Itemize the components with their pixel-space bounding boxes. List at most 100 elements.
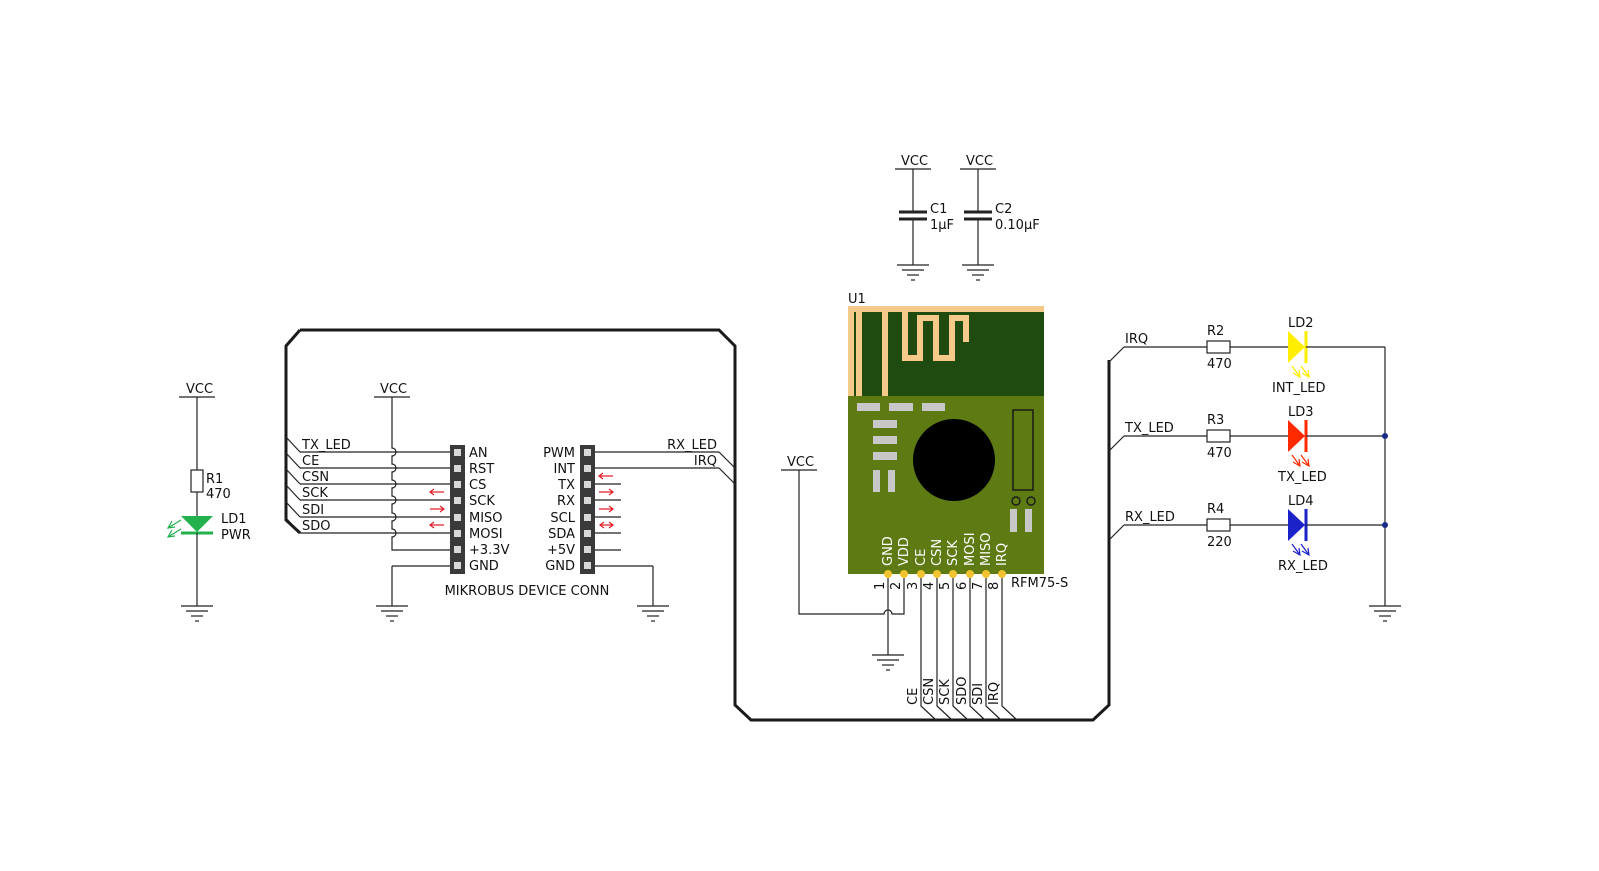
- connector-supply-label: VCC: [380, 382, 407, 397]
- ld1-ref: LD1: [221, 512, 247, 527]
- module-pin-number: 5: [938, 582, 953, 590]
- pin-mosi: MOSI: [469, 527, 503, 542]
- bus-label-sdi: SDI: [971, 683, 986, 705]
- led2-net-label: IRQ: [1125, 332, 1148, 347]
- ground-symbol: [636, 605, 670, 622]
- signal-bus: [284, 328, 1111, 722]
- module-pin-sck: SCK: [946, 540, 961, 566]
- pin-an: AN: [469, 446, 488, 461]
- module-pin-gnd: GND: [881, 536, 896, 566]
- pcb-antenna: [848, 306, 1044, 396]
- module-pin-number: 4: [922, 582, 937, 590]
- module-part-number: RFM75-S: [1011, 576, 1068, 591]
- r4-ref: R4: [1207, 502, 1224, 517]
- ground-symbol: [180, 605, 214, 622]
- ld1-emission-arrows: [166, 519, 182, 538]
- pin-pwm: PWM: [543, 446, 575, 461]
- ld3-ref: LD3: [1288, 405, 1314, 420]
- net-label-sdi: SDI: [302, 503, 324, 518]
- c1-ref: C1: [930, 202, 947, 217]
- module-pin-number: 7: [971, 582, 986, 590]
- module-pin-number: 2: [889, 582, 904, 590]
- module-pin-mosi: MOSI: [963, 532, 978, 566]
- module-pin-irq: IRQ: [995, 543, 1010, 566]
- net-label-ce: CE: [302, 454, 319, 469]
- pin-rx: RX: [557, 494, 575, 509]
- mikrobus-connector: VCC TX_LED CE CSN SCK SDI SDO: [285, 382, 736, 622]
- pin-gnd-left: GND: [469, 559, 499, 574]
- ld2-label: INT_LED: [1272, 381, 1325, 396]
- indicator-leds: IRQ R2 470 LD2 INT_LED TX_LED R3 470 LD3…: [1108, 316, 1402, 622]
- ld4-ref: LD4: [1288, 494, 1314, 509]
- ld4-diode: [1288, 509, 1305, 541]
- bus-label-irq: IRQ: [987, 682, 1002, 705]
- rf-module: U1 GND VDD C: [781, 292, 1068, 721]
- r3-ref: R3: [1207, 413, 1224, 428]
- r2-ref: R2: [1207, 324, 1224, 339]
- ld4-label: RX_LED: [1278, 559, 1328, 574]
- ld3-diode: [1288, 420, 1305, 452]
- module-pin-miso: MISO: [979, 532, 994, 566]
- r2-resistor: [1206, 340, 1231, 354]
- led4-net-label: RX_LED: [1125, 510, 1175, 525]
- net-label-sdo: SDO: [302, 519, 331, 534]
- ld4-emission-arrows: [1291, 543, 1310, 557]
- net-label-sck: SCK: [302, 486, 328, 501]
- module-supply-label: VCC: [787, 455, 814, 470]
- ground-symbol: [1368, 605, 1402, 622]
- ground-symbol: [896, 264, 930, 281]
- module-pin-number: 8: [987, 582, 1002, 590]
- ld2-ref: LD2: [1288, 316, 1314, 331]
- pin-gnd-right: GND: [545, 559, 575, 574]
- pin-rst: RST: [469, 462, 494, 477]
- ground-symbol: [871, 654, 905, 671]
- pin-sck: SCK: [469, 494, 495, 509]
- pin-5v: +5V: [547, 543, 575, 558]
- r4-value: 220: [1207, 535, 1232, 550]
- net-label-tx-led: TX_LED: [301, 438, 351, 453]
- pin-scl: SCL: [550, 511, 575, 526]
- ld3-label: TX_LED: [1277, 470, 1327, 485]
- ground-symbol: [375, 605, 409, 622]
- ld1-diode: [181, 516, 213, 532]
- bus-label-sdo: SDO: [955, 677, 970, 706]
- bus-label-sck: SCK: [938, 679, 953, 705]
- module-pin-number: 3: [906, 582, 921, 590]
- net-label-rx-led: RX_LED: [667, 438, 717, 453]
- bus-label-ce: CE: [906, 688, 921, 705]
- r3-value: 470: [1207, 446, 1232, 461]
- pin-tx: TX: [557, 478, 575, 493]
- ground-symbol: [961, 264, 995, 281]
- pin-int: INT: [554, 462, 576, 477]
- pin-miso: MISO: [469, 511, 503, 526]
- r1-value: 470: [206, 487, 231, 502]
- r1-ref: R1: [206, 472, 223, 487]
- module-pin-number: 6: [955, 582, 970, 590]
- ld3-emission-arrows: [1291, 454, 1310, 468]
- module-pin-vdd: VDD: [897, 537, 912, 566]
- module-pin-number: 1: [873, 582, 888, 590]
- c2-supply-label: VCC: [966, 154, 993, 169]
- pin-sda: SDA: [548, 527, 575, 542]
- c2-ref: C2: [995, 202, 1012, 217]
- c1-supply-label: VCC: [901, 154, 928, 169]
- rf-chip: [913, 419, 995, 501]
- module-pin-csn: CSN: [930, 539, 945, 566]
- ld1-label: PWR: [221, 528, 251, 543]
- r4-resistor: [1206, 518, 1231, 532]
- power-led-circuit: VCC R1 470 LD1 PWR: [166, 382, 251, 622]
- net-label-irq: IRQ: [694, 454, 717, 469]
- r3-resistor: [1206, 429, 1231, 443]
- ld2-diode: [1288, 331, 1305, 363]
- r2-value: 470: [1207, 357, 1232, 372]
- connector-title: MIKROBUS DEVICE CONN: [445, 584, 610, 599]
- power-led-supply-label: VCC: [186, 382, 213, 397]
- pin-cs: CS: [469, 478, 486, 493]
- bus-label-csn: CSN: [922, 678, 937, 705]
- r1-resistor: [190, 469, 204, 493]
- ld2-emission-arrows: [1291, 365, 1310, 379]
- led3-net-label: TX_LED: [1124, 421, 1174, 436]
- net-label-csn: CSN: [302, 470, 329, 485]
- module-ref: U1: [848, 292, 866, 307]
